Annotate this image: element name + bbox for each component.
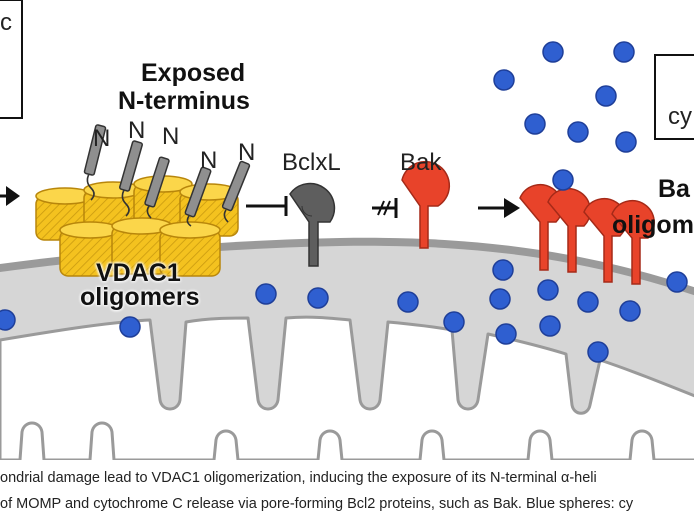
n-label-3: N — [162, 123, 180, 150]
n-label-5: N — [238, 139, 256, 166]
top-left-box-label: c — [0, 9, 12, 36]
figure-caption-line2: of MOMP and cytochrome C release via por… — [0, 496, 634, 512]
matrix-folds — [18, 421, 656, 460]
bclxl-inhibits-bak-arrow — [372, 198, 398, 218]
bak-protein — [401, 160, 451, 249]
top-right-box — [654, 54, 694, 140]
bak-to-oligomer-arrow — [478, 198, 520, 218]
top-right-box-label: cy — [668, 103, 692, 130]
bak-oligomer-label-line2: oligom — [612, 211, 694, 239]
exposed-label-line1: Exposed — [141, 59, 246, 87]
vdac-inhibits-bclxl-arrow — [246, 196, 288, 216]
bak-label: Bak — [400, 149, 442, 176]
figure-caption-line1: ondrial damage lead to VDAC1 oligomeriza… — [0, 470, 597, 486]
bclxl-label: BclxL — [282, 149, 341, 176]
n-label-4: N — [200, 147, 218, 174]
cytochrome-c-spheres — [0, 41, 688, 363]
n-label-2: N — [128, 117, 146, 144]
vdac1-label-line2: oligomers — [80, 283, 200, 311]
mitochondria-diagram — [0, 0, 694, 460]
left-arrow — [0, 186, 20, 206]
top-left-box — [0, 0, 23, 119]
helix-linkers — [86, 173, 229, 227]
n-terminal-helices — [83, 124, 251, 218]
inner-membrane-cristae — [0, 315, 694, 460]
n-label-1: N — [93, 125, 111, 152]
bclxl-protein — [289, 182, 336, 267]
bak-oligomer-label-line1: Ba — [658, 175, 690, 203]
vdac1-label-line1: VDAC1 — [96, 259, 181, 287]
bak-oligomer-pore — [519, 183, 655, 285]
exposed-label-line2: N-terminus — [118, 87, 250, 115]
